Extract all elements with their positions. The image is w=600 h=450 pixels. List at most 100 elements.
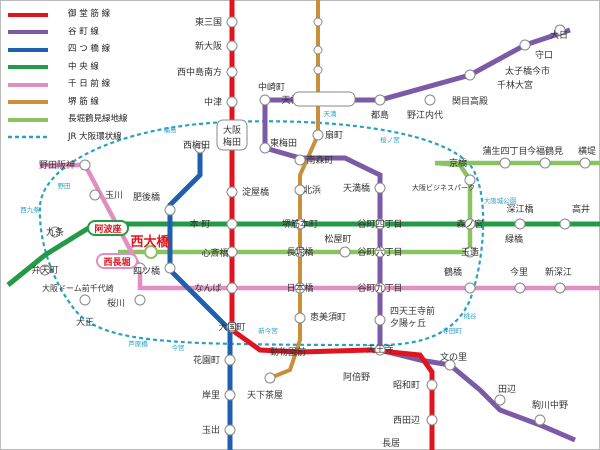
station-tamagawa: 玉川 bbox=[105, 190, 123, 201]
station-yokozutsumi: 横堤 bbox=[578, 145, 596, 157]
station-nodahanshin: 野田阪神 bbox=[39, 159, 75, 171]
station-tanimachi9: 谷町九丁目 bbox=[357, 283, 402, 294]
station-minamimorimachi: 南森町 bbox=[306, 154, 333, 166]
station-fukaebashi: 深江橋 bbox=[506, 203, 533, 215]
awaza-station-box: 阿波座 bbox=[87, 220, 129, 236]
station-sakaisuji-honmachi: 堺筋本町 bbox=[282, 218, 318, 230]
station-fuminosato: 文の里 bbox=[440, 351, 467, 363]
station-yodoyabashi: 淀屋橋 bbox=[242, 186, 269, 198]
svg-text:大阪: 大阪 bbox=[223, 124, 241, 136]
station-tamade: 玉出 bbox=[202, 424, 220, 436]
svg-text:西長堀: 西長堀 bbox=[103, 256, 130, 268]
station-higobashi: 肥後橋 bbox=[133, 191, 160, 203]
station-nipponbashi: 日本橋 bbox=[286, 282, 313, 294]
yotsubashi-line bbox=[167, 145, 233, 450]
station-kujo: 九条 bbox=[46, 226, 64, 238]
transfer-tenjinbashi bbox=[292, 91, 356, 107]
station-tanabe: 田辺 bbox=[498, 384, 516, 395]
station-gamo: 蒲生四丁目 bbox=[482, 145, 527, 157]
jr-station-nishikujo: 西九条 bbox=[20, 205, 40, 214]
midosuji-line bbox=[229, 0, 435, 450]
station-markers bbox=[39, 16, 591, 436]
station-hon-machi: 本 町 bbox=[190, 218, 211, 230]
station-moriguchi: 守口 bbox=[535, 49, 553, 61]
station-taisho: 大正 bbox=[76, 316, 94, 328]
jr-station-ashiharabashi: 芦原橋 bbox=[128, 339, 148, 348]
station-yotsubashi: 四ツ橋 bbox=[133, 265, 160, 277]
station-nishiumeda: 西梅田 bbox=[183, 139, 210, 151]
station-nagai: 長居 bbox=[382, 438, 400, 449]
jr-station-noda: 野田 bbox=[58, 182, 71, 190]
transfer-umeda: 大阪 梅田 bbox=[216, 119, 248, 151]
station-higashimikuni: 東三国 bbox=[195, 16, 222, 28]
station-namba: なんば bbox=[194, 283, 221, 294]
station-takaida: 高井 bbox=[572, 203, 590, 215]
legend-item-yotsubashi: 四 つ 橋 線 bbox=[68, 44, 111, 54]
jr-station-osakajokoen: 大阪城公園 bbox=[484, 196, 517, 205]
station-miyakojima: 都島 bbox=[371, 109, 389, 121]
legend-item-sakaisuji: 堺 筋 線 bbox=[68, 96, 99, 107]
station-daikokucho: 大国町 bbox=[218, 321, 245, 333]
station-tengachaya: 天下茶屋 bbox=[247, 389, 283, 401]
jr-station-sakuranomiya: 桜ノ宮 bbox=[380, 135, 400, 144]
station-showacho: 昭和町 bbox=[393, 380, 420, 391]
station-hanazonocho: 花園町 bbox=[193, 354, 220, 366]
station-osaka-business-park: 大阪ビジネスパーク bbox=[412, 183, 475, 192]
station-tsuruhashi: 鶴橋 bbox=[444, 266, 462, 278]
svg-text:阿波座: 阿波座 bbox=[94, 223, 121, 235]
station-dome: 大阪ドーム前千代崎 bbox=[42, 283, 114, 293]
jr-station-momodani: 桃谷 bbox=[464, 311, 478, 320]
station-imazato: 今里 bbox=[510, 266, 528, 278]
station-kishinosato: 岸里 bbox=[202, 390, 220, 401]
station-tennoji: 天王寺 bbox=[366, 344, 393, 355]
station-tenmabashi: 天満橋 bbox=[343, 182, 370, 194]
station-nishitanabe: 西田辺 bbox=[393, 415, 420, 426]
station-abeno: 阿倍野 bbox=[343, 371, 370, 383]
jr-station-imamiya: 今宮 bbox=[172, 343, 185, 352]
highlight-station-label: 西大橋 bbox=[130, 234, 170, 250]
legend-item-sennichimae: 千 日 前 線 bbox=[68, 79, 111, 89]
jr-station-fukushima: 福島 bbox=[164, 125, 178, 134]
station-nishinakajima: 西中島南方 bbox=[177, 66, 222, 78]
station-ogimachi: 扇町 bbox=[325, 129, 343, 141]
station-bentencho: 弁天町 bbox=[31, 264, 58, 276]
nishiohashi-highlight: 西大橋 bbox=[130, 234, 170, 259]
nishinagahori-station-box: 西長堀 bbox=[96, 253, 138, 269]
jr-station-shin-imamiya: 新今宮 bbox=[258, 326, 278, 335]
legend-panel: 御 堂 筋 線 谷 町 線 四 つ 橋 線 中 央 線 千 日 前 線 堺 筋 … bbox=[4, 6, 132, 146]
jr-station-teradacho: 寺田町 bbox=[442, 327, 462, 335]
station-tanimachi4: 谷町四丁目 bbox=[357, 219, 402, 230]
station-midoribashi: 緑橋 bbox=[505, 233, 523, 245]
legend-item-tanimachi: 谷 町 線 bbox=[68, 26, 99, 37]
station-tamatsukuri: 玉造 bbox=[461, 246, 479, 258]
station-sakuragawa: 桜川 bbox=[107, 297, 125, 309]
legend bbox=[8, 13, 48, 139]
station-ebisucho: 恵美須町 bbox=[310, 311, 346, 323]
station-taishibashi: 太子橋今市 bbox=[505, 65, 550, 77]
station-higashiumeda: 東梅田 bbox=[270, 137, 297, 149]
jr-station-tenma: 天満 bbox=[324, 110, 338, 118]
station-tanimachi6: 谷町六丁目 bbox=[357, 246, 402, 258]
station-kyobashi: 京橋 bbox=[449, 157, 467, 169]
legend-item-nagahori: 長堀鶴見緑地線 bbox=[68, 114, 128, 124]
station-komagawa: 駒川中野 bbox=[532, 399, 568, 411]
station-sembayashi: 千林大宮 bbox=[497, 79, 533, 91]
station-dobutsuen: 動物園前 bbox=[270, 346, 306, 358]
legend-item-jr-loop: JR 大阪環状線 bbox=[68, 131, 122, 142]
station-matsuyamachi: 松屋町 bbox=[324, 233, 351, 245]
station-morinomiya: 森ノ宮 bbox=[456, 218, 483, 230]
station-nakatsu: 中津 bbox=[204, 96, 222, 108]
station-noe: 野江内代 bbox=[407, 109, 443, 121]
station-shinosaka: 新大阪 bbox=[195, 40, 222, 52]
station-dainichi: 大日 bbox=[550, 29, 568, 41]
station-kitahama: 北浜 bbox=[303, 185, 321, 196]
station-yuhigaoka: 夕陽ヶ丘 bbox=[390, 317, 426, 329]
legend-item-midosuji: 御 堂 筋 線 bbox=[68, 9, 111, 19]
station-imafuku: 今福鶴見 bbox=[527, 145, 563, 157]
station-nagahoribashi: 長堀橋 bbox=[286, 246, 313, 258]
legend-item-chuo: 中 央 線 bbox=[68, 61, 99, 72]
station-nakazakicho: 中崎町 bbox=[258, 81, 285, 93]
chuo-line bbox=[6, 221, 600, 287]
svg-text:梅田: 梅田 bbox=[223, 136, 241, 148]
